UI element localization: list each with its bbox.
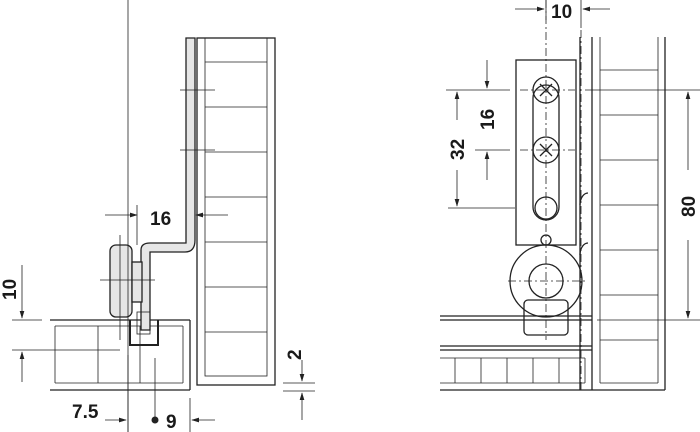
right-drawer bbox=[440, 315, 592, 391]
dim-right-16: 16 bbox=[478, 109, 499, 130]
left-cabinet-side-panel bbox=[196, 37, 276, 386]
left-centerlines bbox=[100, 89, 215, 340]
right-cabinet-side-panel bbox=[579, 37, 666, 391]
dim-left-9: 9 bbox=[166, 412, 177, 432]
dim-left-16: 16 bbox=[150, 209, 171, 230]
dim-left-10: 10 bbox=[0, 279, 21, 300]
right-centerlines bbox=[508, 0, 585, 390]
dim-left-2: 2 bbox=[285, 349, 306, 360]
dim-right-32: 32 bbox=[448, 139, 469, 160]
left-dimension-lines bbox=[12, 0, 315, 432]
right-dimension-lines bbox=[446, 0, 700, 321]
right-hinge-plate bbox=[509, 59, 589, 336]
dim-left-7-5: 7.5 bbox=[72, 402, 99, 423]
left-hinge-bracket bbox=[109, 37, 196, 346]
dim-right-80: 80 bbox=[679, 196, 700, 217]
dim-right-10: 10 bbox=[551, 2, 572, 23]
